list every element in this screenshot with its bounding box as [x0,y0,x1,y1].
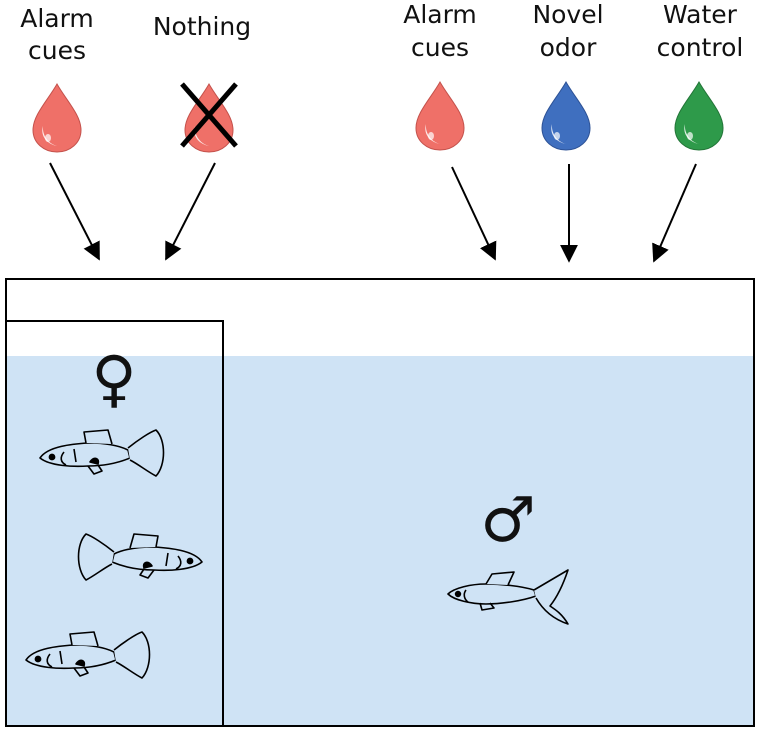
stimulus-label: Alarm [20,4,94,33]
stimulus-water-control: Water control [652,0,744,263]
stimulus-label: odor [540,33,597,62]
stimulus-label: cues [28,36,86,65]
stimulus-label: Alarm [403,0,477,29]
arrow [49,162,100,261]
arrow [652,163,697,263]
female-symbol: ♀ [91,342,136,415]
arrow [165,162,216,261]
stimulus-novel-odor: Novel odor [532,0,604,263]
water-drop-icon [32,82,82,153]
water-drop-icon [541,80,591,151]
cross-icon [180,82,238,148]
arrow [451,166,497,261]
male-symbol: ♂ [480,483,536,556]
stimulus-label: cues [411,33,469,62]
guppy-fish-icon [39,429,165,477]
water-drop-icon [415,80,465,151]
stimulus-alarm-cues-left: Alarm cues [20,4,100,261]
stimulus-alarm-cues-right: Alarm cues [403,0,497,261]
stimulus-label: Nothing [153,12,251,41]
guppy-fish-icon [77,533,203,581]
stimulus-label: control [657,33,744,62]
guppy-fish-icon [447,569,569,625]
female-compartment [5,320,224,727]
stimulus-label: Water [663,0,738,29]
guppy-fish-icon [25,631,151,679]
water-drop-icon [674,80,724,151]
stimulus-label: Novel [532,0,603,29]
stimulus-nothing: Nothing [153,12,251,261]
